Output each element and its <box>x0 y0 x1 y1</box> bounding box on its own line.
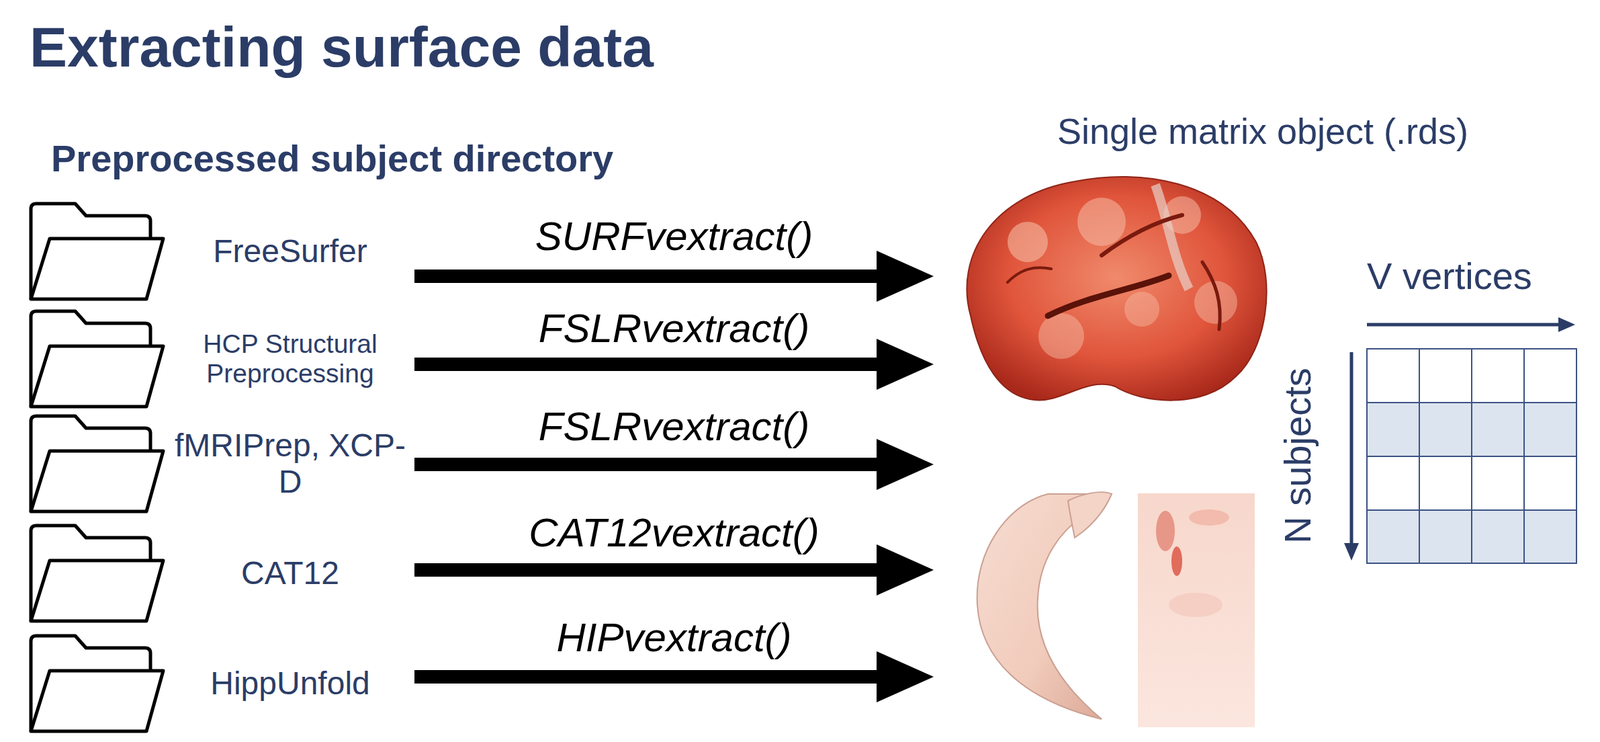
folder-front <box>30 450 164 512</box>
axis-label-vertical: N subjects <box>1276 367 1319 543</box>
folder-front <box>30 560 164 621</box>
folder-icon <box>28 522 167 624</box>
folder-label: CAT12 <box>241 554 340 592</box>
folder-label-box: CAT12 <box>169 522 412 624</box>
folder-node: FreeSurfer <box>28 200 415 302</box>
data-matrix <box>1366 348 1577 563</box>
hippocampus-surface <box>977 491 1112 719</box>
folder-label-box: HippUnfold <box>169 632 412 734</box>
axis-label: V vertices <box>1366 255 1533 297</box>
arrow-head <box>876 338 934 390</box>
arrow-head <box>876 544 934 596</box>
folder-label: HippUnfold <box>210 664 370 702</box>
folder-label: HCP Structural Preprocessing <box>169 329 412 388</box>
folder-label-box: FreeSurfer <box>169 200 412 302</box>
folder-label-box: HCP Structural Preprocessing <box>169 308 412 410</box>
folder-icon <box>28 632 167 734</box>
arrow-head <box>876 438 934 490</box>
arrow-shaft <box>414 457 878 471</box>
function-label: SURFvextract() <box>535 214 813 259</box>
function-label: CAT12vextract() <box>528 510 819 555</box>
folder-label: FreeSurfer <box>212 233 367 270</box>
function-label: FSLRvextract() <box>538 306 810 351</box>
function-label: FSLRvextract() <box>538 404 810 449</box>
group-heading: Preprocessed subject directory <box>51 136 614 181</box>
folder-label-box: fMRIPrep, XCP-D <box>169 413 412 514</box>
arrow-head <box>876 650 934 702</box>
axis-arrows <box>1344 317 1576 561</box>
arrow-shaft <box>414 269 878 283</box>
cortex-surface <box>966 176 1267 401</box>
arrow-shaft <box>414 669 878 684</box>
folder-front <box>30 345 164 407</box>
folder-node: CAT12 <box>28 522 415 624</box>
output-node: Single matrix object (.rds) <box>933 100 1592 736</box>
folder-front <box>30 238 164 299</box>
folder-icon <box>28 308 167 410</box>
folder-node: HCP Structural Preprocessing <box>28 308 415 410</box>
folder-node: fMRIPrep, XCP-D <box>28 413 415 514</box>
folder-icon <box>28 413 167 514</box>
output-heading: Single matrix object (.rds) <box>933 110 1592 152</box>
page-title: Extracting surface data <box>29 14 654 80</box>
arrow-shaft <box>414 357 878 371</box>
arrow-head <box>876 250 934 302</box>
folder-node: HippUnfold <box>28 632 415 734</box>
arrow-shaft <box>414 562 878 577</box>
function-label: HIPvextract() <box>556 615 792 660</box>
folder-icon <box>28 200 167 302</box>
folder-front <box>30 670 164 731</box>
unfolded-hippocampus <box>1137 493 1255 727</box>
folder-label: fMRIPrep, XCP-D <box>169 427 412 500</box>
